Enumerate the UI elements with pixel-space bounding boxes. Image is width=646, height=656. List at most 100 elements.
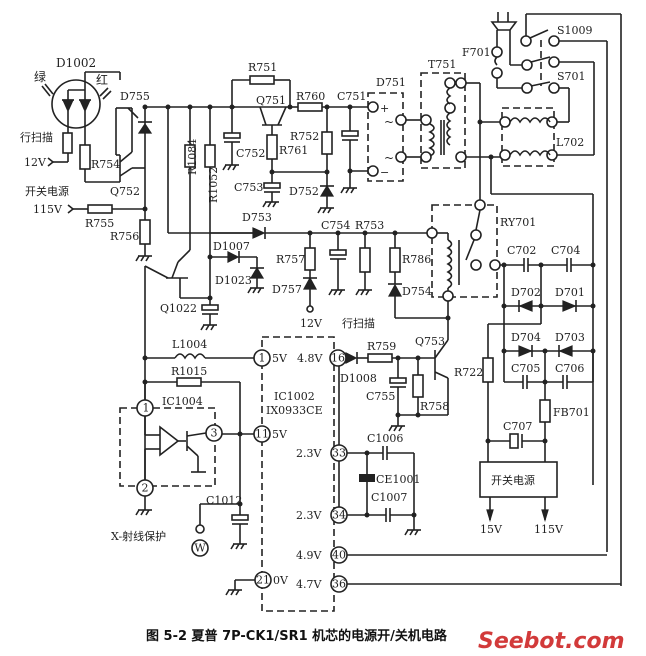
ic1002-pin-1-voltage: 5V: [272, 352, 288, 365]
resistor-r754: [79, 144, 91, 170]
ic1004-pin-1: 1: [136, 399, 154, 417]
transformer-t751: [420, 72, 466, 169]
label-d704: D704: [511, 331, 541, 344]
arrow-12v-in: [47, 157, 55, 167]
terminal-w: [191, 539, 209, 557]
figure-caption: 图 5-2 夏普 7P-CK1/SR1 机芯的电源开/关机电路: [146, 628, 448, 644]
label-r752: R752: [290, 130, 319, 143]
svg-text:3: 3: [211, 427, 218, 440]
label-s1009: S1009: [557, 24, 593, 37]
switch-s701: [521, 59, 533, 71]
ic1004-pin-2: 2: [136, 479, 154, 497]
svg-text:36: 36: [332, 578, 346, 591]
label-s701: S701: [557, 70, 586, 83]
resistor-r758: [412, 374, 424, 398]
label-r755: R755: [85, 217, 114, 230]
label-q753: Q753: [415, 335, 445, 348]
diode-d754: [387, 283, 403, 297]
label-plus: +: [380, 102, 389, 115]
label-d754: D754: [402, 285, 432, 298]
diode-d752: [319, 184, 335, 197]
svg-text:16: 16: [331, 352, 345, 365]
label-c752: C752: [236, 147, 265, 160]
svg-text:1: 1: [259, 352, 266, 365]
label-q751: Q751: [256, 94, 286, 107]
smps-box: [479, 461, 558, 498]
resonator-ce1001: [359, 474, 375, 482]
ic1002-pin-1: 1: [253, 349, 271, 367]
resistor-r761: [266, 134, 278, 160]
resistor-r759: [367, 353, 393, 363]
label-r1084: R1084: [186, 139, 199, 175]
label-t751: T751: [428, 58, 456, 71]
resistor-r1015: [176, 377, 202, 387]
label-out-115v: 115V: [534, 523, 564, 536]
ic1002-pin-11: 11: [253, 425, 271, 443]
capacitor-c707: [509, 433, 519, 449]
capacitor-c752: [223, 132, 241, 139]
ic1002-pin-11-voltage: 5V: [272, 428, 288, 441]
ic1002-outline: [261, 336, 335, 612]
label-q752: Q752: [110, 185, 140, 198]
resistor-r756: [139, 219, 151, 245]
ic1002-pin-16: 16: [329, 349, 347, 367]
label-r722: R722: [454, 366, 483, 379]
ic1002-pin-33: 33: [330, 444, 348, 462]
bridge-d751: [367, 92, 404, 182]
label-d1023: D1023: [215, 274, 252, 287]
label-d755: D755: [120, 90, 150, 103]
choke-l702: [501, 107, 555, 167]
label-led-red: 红: [96, 72, 108, 87]
label-smps-box: 开关电源: [491, 473, 535, 487]
ic1002-pin-16-voltage: 4.8V: [297, 352, 323, 365]
label-ac2: ~: [384, 151, 394, 165]
label-d1007: D1007: [213, 240, 250, 253]
relay-ry701: [431, 204, 498, 298]
resistor-r755: [87, 204, 113, 214]
ic1004-outline: [119, 407, 216, 487]
label-led-green: 绿: [34, 69, 46, 84]
label-c1012: C1012: [206, 494, 242, 507]
label-d753: D753: [242, 211, 272, 224]
led-d1002: D1002 绿 红: [34, 56, 121, 145]
diode-d753: [252, 227, 266, 239]
ic1002-pin-36-voltage: 4.7V: [296, 578, 322, 591]
ic1002-pin-34-voltage: 2.3V: [296, 509, 322, 522]
switch-s1009: [520, 35, 532, 47]
capacitor-c751: [341, 130, 359, 137]
ic1002-pin-40: 40: [330, 546, 348, 564]
label-r760: R760: [296, 90, 325, 103]
label-r751: R751: [248, 61, 277, 74]
resistor-r757: [304, 247, 316, 271]
inductor-l1004: [174, 353, 206, 360]
ic1002-pin-21: 21: [254, 571, 272, 589]
ac-plug: [490, 12, 518, 31]
label-c707: C707: [503, 420, 532, 433]
diode-d704: [518, 345, 533, 357]
label-r754: R754: [91, 158, 120, 171]
label-c702: C702: [507, 244, 536, 257]
label-fb701: FB701: [553, 406, 590, 419]
arrow-115v-in: [67, 204, 75, 214]
ic1004-pin-3: 3: [205, 424, 223, 442]
label-f701: F701: [462, 46, 491, 59]
diode-d755: [137, 122, 153, 134]
diode-d757: [302, 276, 318, 290]
label-r758: R758: [420, 400, 449, 413]
resistor-r753: [359, 247, 371, 273]
resistor-hscan: [62, 132, 73, 154]
label-c706: C706: [555, 362, 584, 375]
resistor-r751: [249, 75, 275, 85]
diode-d702: [518, 300, 533, 312]
svg-text:40: 40: [332, 549, 346, 562]
capacitor-c754: [329, 249, 347, 256]
label-d752: D752: [289, 185, 319, 198]
label-ic1004: IC1004: [162, 395, 203, 408]
label-r756: R756: [110, 230, 139, 243]
resistor-r752: [321, 131, 333, 155]
label-minus: −: [380, 166, 389, 179]
label-d703: D703: [555, 331, 585, 344]
svg-text:34: 34: [332, 509, 346, 522]
ic1002-pin-40-voltage: 4.9V: [296, 549, 322, 562]
resistor-r1052: [204, 144, 216, 168]
